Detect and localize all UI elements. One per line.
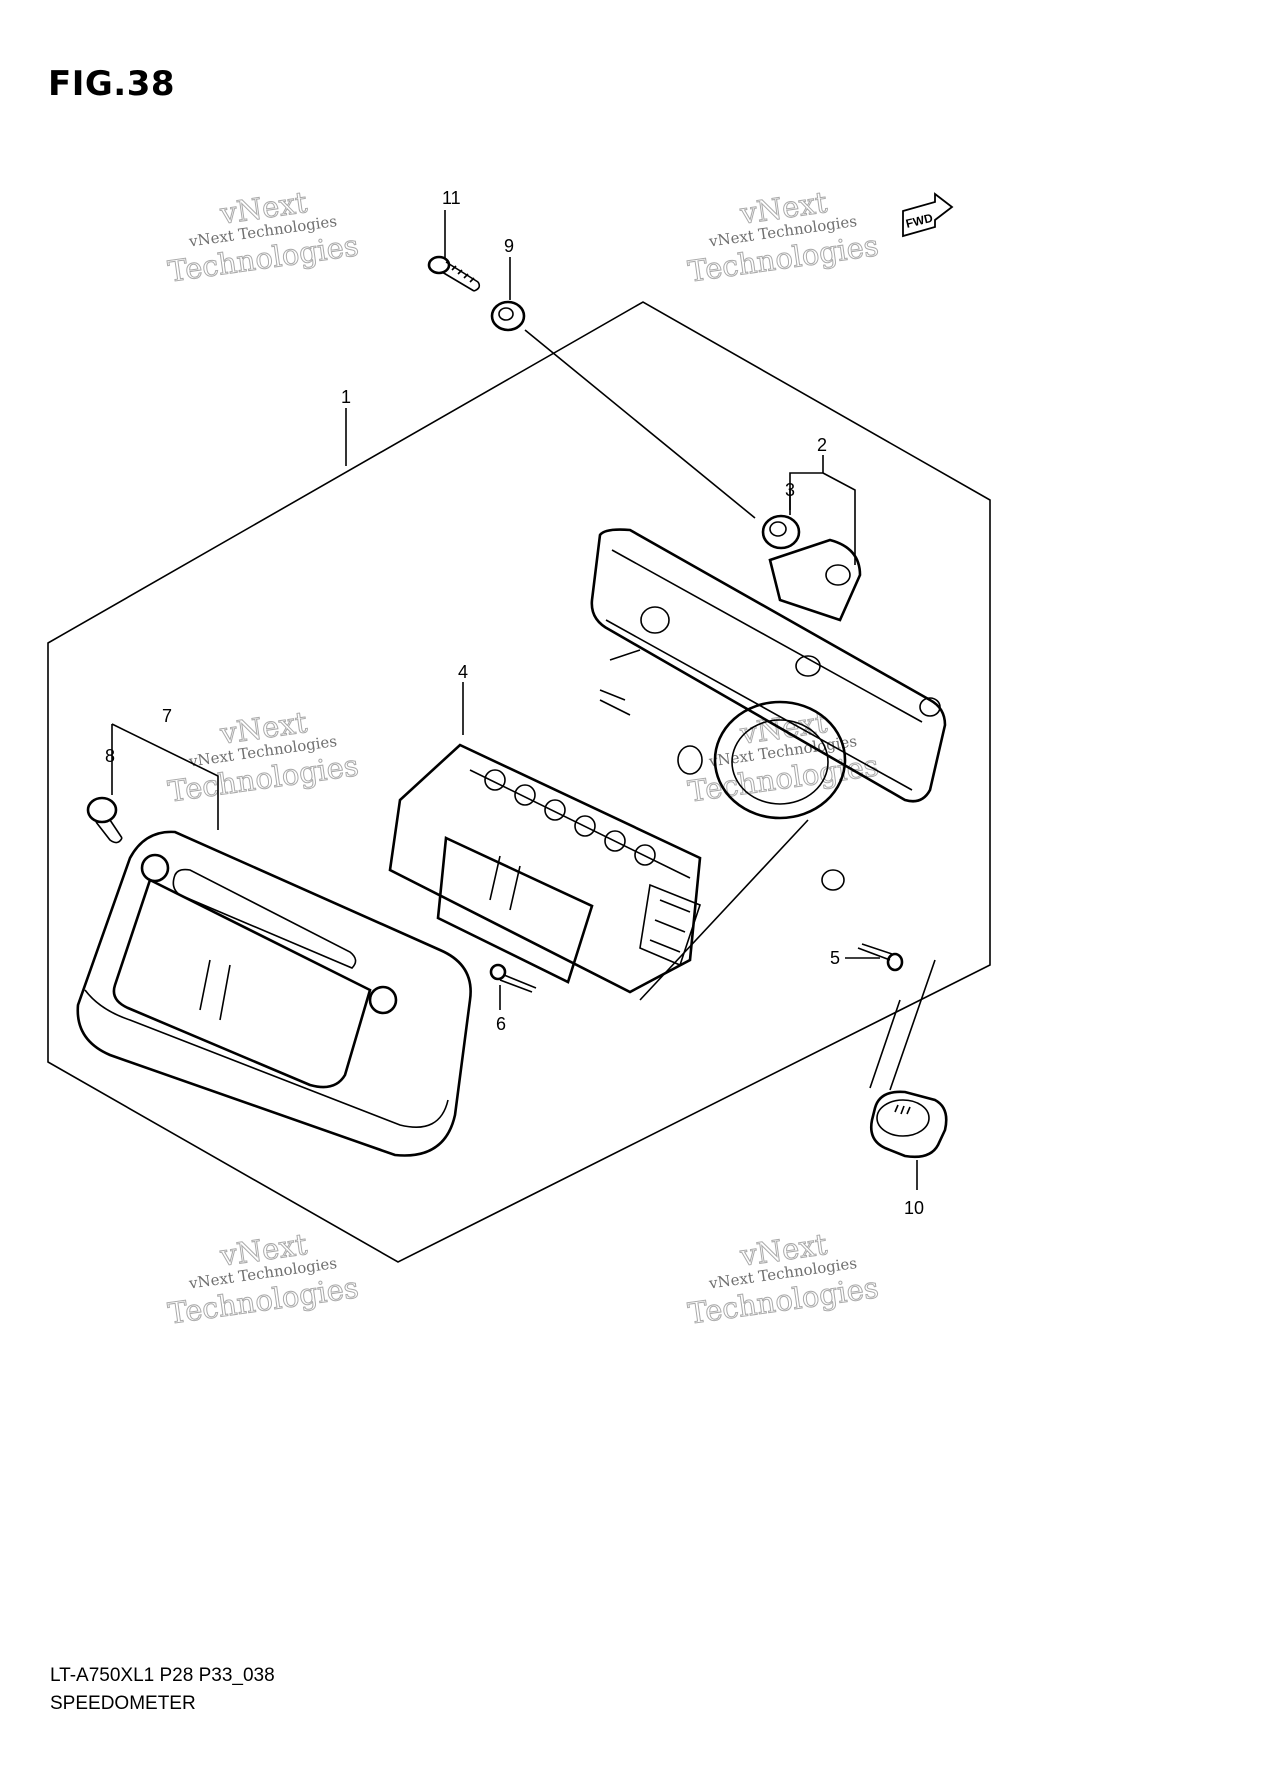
figure-title: FIG.38 [48,64,176,104]
part-7-front-cover [76,830,472,1157]
callout-2: 2 [817,435,827,455]
callout-6: 6 [496,1014,506,1034]
callouts: 11 9 1 2 3 4 7 8 5 6 10 [105,188,924,1218]
part-10-bulb [870,1090,948,1159]
callout-8: 8 [105,746,115,766]
leader-lines [111,210,936,1190]
watermark: vNext Technologies vNext Technologies [165,705,361,810]
part-code: LT-A750XL1 P28 P33_038 [50,1665,275,1686]
watermark-group: vNext Technologies vNext Technologies vN… [165,185,881,1332]
watermark: vNext Technologies vNext Technologies [685,185,881,290]
callout-10: 10 [904,1198,924,1218]
fwd-label: FWD [904,211,934,231]
section-name: SPEEDOMETER [50,1693,196,1714]
callout-9: 9 [504,236,514,256]
watermark: vNext Technologies vNext Technologies [685,1227,881,1332]
assembly-outline [47,301,991,1263]
callout-7: 7 [162,706,172,726]
watermark: vNext Technologies vNext Technologies [165,185,361,290]
callout-5: 5 [830,948,840,968]
watermark: vNext Technologies vNext Technologies [165,1227,361,1332]
callout-4: 4 [458,662,468,682]
callout-1: 1 [341,387,351,407]
part-11-screw [427,255,481,292]
part-9-grommet [490,300,526,332]
part-3-cushion [761,514,801,550]
callout-11: 11 [442,188,461,208]
part-6-screw [489,963,537,993]
part-2-rear-case [590,528,947,891]
part-8-screw [86,796,123,844]
fwd-arrow-icon: FWD [902,192,954,238]
callout-3: 3 [785,480,795,500]
part-5-screw [857,943,904,972]
figure-footer: LT-A750XL1 P28 P33_038 SPEEDOMETER [50,1662,275,1718]
watermark: vNext Technologies vNext Technologies [685,705,881,810]
part-4-meter-unit [388,743,702,994]
